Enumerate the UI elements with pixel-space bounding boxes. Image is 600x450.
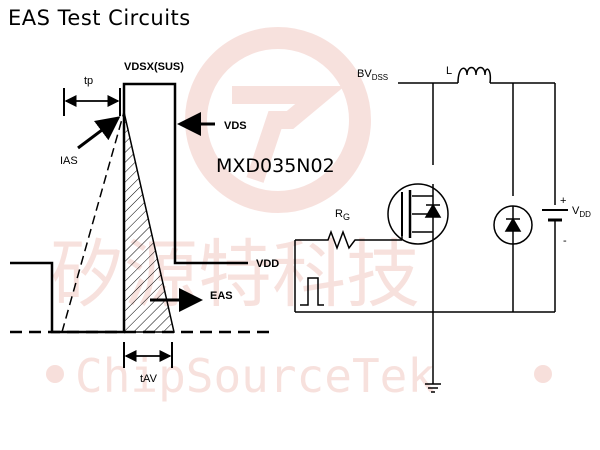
rg-label: RG: [335, 208, 350, 222]
vdd-level-label: VDD: [256, 258, 279, 270]
watermark-dot-left: [46, 365, 64, 383]
vdsx-sus-label: VDSX(SUS): [124, 61, 184, 73]
battery-minus-label: -: [563, 235, 567, 247]
clamp-diode-triangle: [504, 217, 522, 232]
vds-trace: [65, 82, 248, 334]
body-diode-triangle: [424, 203, 442, 218]
watermark: 矽源特科技 ChipSourceTek: [46, 27, 552, 403]
vds-label: VDS: [224, 120, 247, 132]
inductor-label: L: [446, 65, 452, 77]
ias-arrow: [77, 116, 121, 150]
ias-label: IAS: [60, 155, 78, 167]
page-title: EAS Test Circuits: [8, 6, 191, 30]
vdd-sub: DD: [579, 210, 591, 219]
watermark-logo: [185, 27, 371, 213]
battery-plus-label: +: [560, 195, 566, 207]
tp-label: tp: [84, 75, 93, 87]
gate-resistor: [295, 229, 402, 251]
test-circuit: [294, 66, 568, 393]
eas-label: EAS: [210, 290, 233, 302]
watermark-dot-right: [534, 365, 552, 383]
bvdss-main: BV: [357, 68, 372, 80]
rg-main: R: [335, 208, 343, 220]
watermark-english: ChipSourceTek: [75, 349, 435, 403]
part-number: MXD035N02: [216, 155, 335, 177]
bvdss-sub: DSS: [372, 73, 388, 82]
vdd-main: V: [572, 205, 580, 217]
tav-label: tAV: [140, 373, 158, 385]
mosfet-circle: [387, 183, 449, 245]
gate-pulse-trace: [10, 261, 65, 334]
eas-energy-area: [123, 111, 175, 333]
waveform: tp VDSX(SUS) VDS IAS VDD EAS tAV: [10, 61, 279, 385]
current-ramp-dashed: [61, 111, 125, 333]
rg-sub: G: [343, 212, 350, 222]
watermark-chinese: 矽源特科技: [50, 232, 420, 318]
inductor-coil: [457, 66, 492, 84]
pulse-source-symbol: [300, 277, 324, 306]
bvdss-label: BVDSS: [357, 68, 388, 82]
vdd-supply-label: VDD: [572, 205, 591, 219]
